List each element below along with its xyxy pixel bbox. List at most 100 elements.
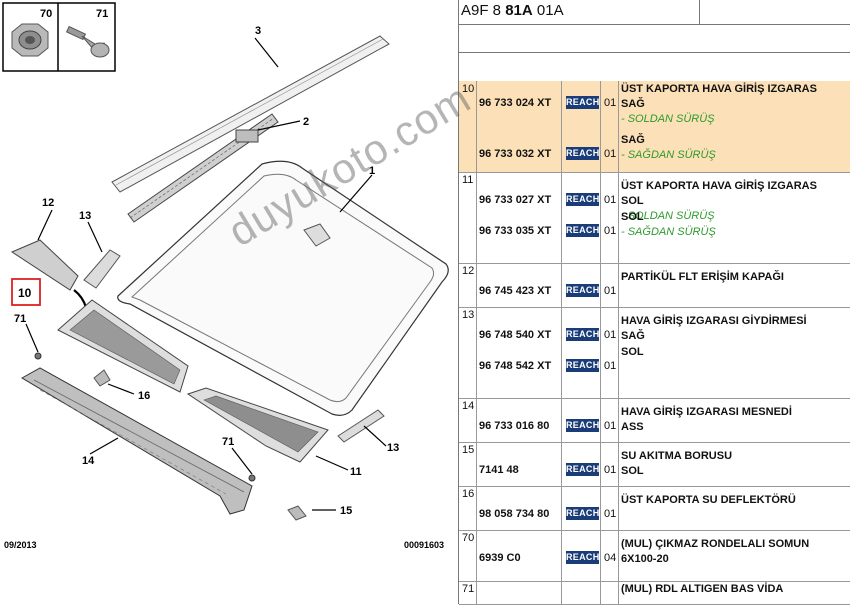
header-blank-row xyxy=(459,24,850,53)
callout-71-left: 71 xyxy=(14,313,26,325)
screw-71-image xyxy=(65,25,110,58)
group-number: 15 xyxy=(462,444,475,456)
part-number[interactable]: 7141 48 xyxy=(479,464,519,476)
reach-badge: REACH xyxy=(566,507,600,520)
quantity: 01 xyxy=(604,194,617,206)
quantity: 01 xyxy=(604,360,617,372)
part-number[interactable]: 96 748 540 XT xyxy=(479,329,552,341)
part-number[interactable]: 96 748 542 XT xyxy=(479,360,552,372)
part-description: SAĞ xyxy=(621,98,645,110)
part-15-drain-tube xyxy=(287,505,307,521)
exploded-parts-diagram: 70 71 3 2 1 12 13 10 xyxy=(2,2,449,550)
part-12-filter-access-cover xyxy=(10,239,79,291)
callout-12: 12 xyxy=(42,197,54,209)
part-description: SOL xyxy=(621,211,644,223)
quantity: 01 xyxy=(604,329,617,341)
part-number[interactable]: 96 733 016 80 xyxy=(479,420,550,432)
part-description: SU AKITMA BORUSU xyxy=(621,450,733,462)
part-description: SAĞ xyxy=(621,134,645,146)
screw-71-left xyxy=(34,352,42,360)
part-13-trim-right xyxy=(337,409,385,443)
callout-15: 15 xyxy=(340,505,352,517)
part-number[interactable]: 96 733 035 XT xyxy=(479,225,552,237)
part-group-13[interactable]: 13 96 748 540 XT REACH 01 HAVA GİRİŞ IZGARAS… xyxy=(459,307,850,399)
part-14-grille-support xyxy=(20,367,253,515)
part-number[interactable]: 96 745 423 XT xyxy=(479,285,552,297)
group-number: 16 xyxy=(462,488,475,500)
part-description: HAVA GİRİŞ IZGARASI GİYDİRMESİ xyxy=(621,315,807,327)
part-number[interactable]: 96 733 027 XT xyxy=(479,194,552,206)
callout-70: 70 xyxy=(40,8,52,20)
steering-note: - SOLDAN SÜRÜŞ xyxy=(621,113,715,125)
quantity: 01 xyxy=(604,420,617,432)
callout-1: 1 xyxy=(369,165,375,177)
diagram-date: 09/2013 xyxy=(4,540,37,550)
callout-10-highlight xyxy=(11,278,41,306)
reach-badge: REACH xyxy=(566,284,600,297)
part-group-12[interactable]: 12 96 745 423 XT REACH 01 PARTİKÜL FLT ERİŞİ… xyxy=(459,263,850,308)
callout-10: 10 xyxy=(18,286,32,300)
reach-badge: REACH xyxy=(566,419,600,432)
reach-badge: REACH xyxy=(566,96,600,109)
callout-14: 14 xyxy=(82,455,95,467)
part-description: (MUL) RDL ALTIGEN BAS VİDA xyxy=(621,583,784,595)
quantity: 04 xyxy=(604,552,617,564)
part-number[interactable]: 98 058 734 80 xyxy=(479,508,550,520)
callout-13-left: 13 xyxy=(79,210,91,222)
part-description: SOL xyxy=(621,346,644,358)
group-number: 71 xyxy=(462,583,475,595)
steering-note: - SOLDAN SÜRÜŞ xyxy=(621,210,715,222)
part-group-16[interactable]: 16 98 058 734 80 REACH 01 ÜST KAPORTA SU DEF… xyxy=(459,486,850,531)
header-empty-cell xyxy=(699,0,850,24)
reach-badge: REACH xyxy=(566,463,600,476)
steering-note: - SAĞDAN SÜRÜŞ xyxy=(621,226,716,238)
part-group-10[interactable]: 10 96 733 024 XT REACH 01 ÜST KAPORTA HAVA G… xyxy=(459,81,850,173)
quantity: 01 xyxy=(604,148,617,160)
part-description: PARTİKÜL FLT ERİŞİM KAPAĞI xyxy=(621,271,784,283)
diagram-code: A9F 8 81A 01A xyxy=(461,2,564,19)
part-number[interactable]: 96 733 032 XT xyxy=(479,148,552,160)
part-description: SOL xyxy=(621,465,644,477)
part-description: HAVA GİRİŞ IZGARASI MESNEDİ xyxy=(621,406,792,418)
group-number: 13 xyxy=(462,309,475,321)
part-10-air-intake-grille-right xyxy=(57,299,189,393)
group-number: 14 xyxy=(462,400,475,412)
quantity: 01 xyxy=(604,508,617,520)
callout-71: 71 xyxy=(96,8,108,20)
part-description: ÜST KAPORTA SU DEFLEKTÖRÜ xyxy=(621,494,796,506)
reach-badge: REACH xyxy=(566,359,600,372)
quantity: 01 xyxy=(604,285,617,297)
part-group-14[interactable]: 14 96 733 016 80 REACH 01 HAVA GİRİŞ IZGARAS… xyxy=(459,398,850,443)
group-number: 11 xyxy=(462,174,474,186)
reach-badge: REACH xyxy=(566,224,600,237)
callout-13-right: 13 xyxy=(387,442,399,454)
part-number[interactable]: 96 733 024 XT xyxy=(479,97,552,109)
callout-2: 2 xyxy=(303,116,309,128)
part-description: SAĞ xyxy=(621,330,645,342)
part-description: ÜST KAPORTA HAVA GİRİŞ IZGARAS xyxy=(621,83,817,95)
part-description: ASS xyxy=(621,421,644,433)
reach-badge: REACH xyxy=(566,193,600,206)
reach-badge: REACH xyxy=(566,147,600,160)
part-description: 6X100-20 xyxy=(621,553,669,565)
reach-badge: REACH xyxy=(566,551,600,564)
group-number: 12 xyxy=(462,265,475,277)
part-11-air-intake-grille-left xyxy=(186,387,329,463)
reach-badge: REACH xyxy=(566,328,600,341)
diagram-code-header: A9F 8 81A 01A xyxy=(459,0,850,25)
group-number: 10 xyxy=(462,83,475,95)
part-16-water-deflector xyxy=(93,369,111,387)
part-number[interactable]: 6939 C0 xyxy=(479,552,521,564)
part-group-71[interactable]: 71 (MUL) RDL ALTIGEN BAS VİDA xyxy=(459,581,850,605)
part-1-windshield xyxy=(117,160,449,416)
part-description: (MUL) ÇIKMAZ RONDELALI SOMUN xyxy=(621,538,810,550)
callout-11: 11 xyxy=(350,466,362,478)
quantity: 01 xyxy=(604,97,617,109)
callout-71-right: 71 xyxy=(222,436,234,448)
callout-16: 16 xyxy=(138,390,150,402)
steering-note: - SAĞDAN SÜRÜŞ xyxy=(621,149,716,161)
